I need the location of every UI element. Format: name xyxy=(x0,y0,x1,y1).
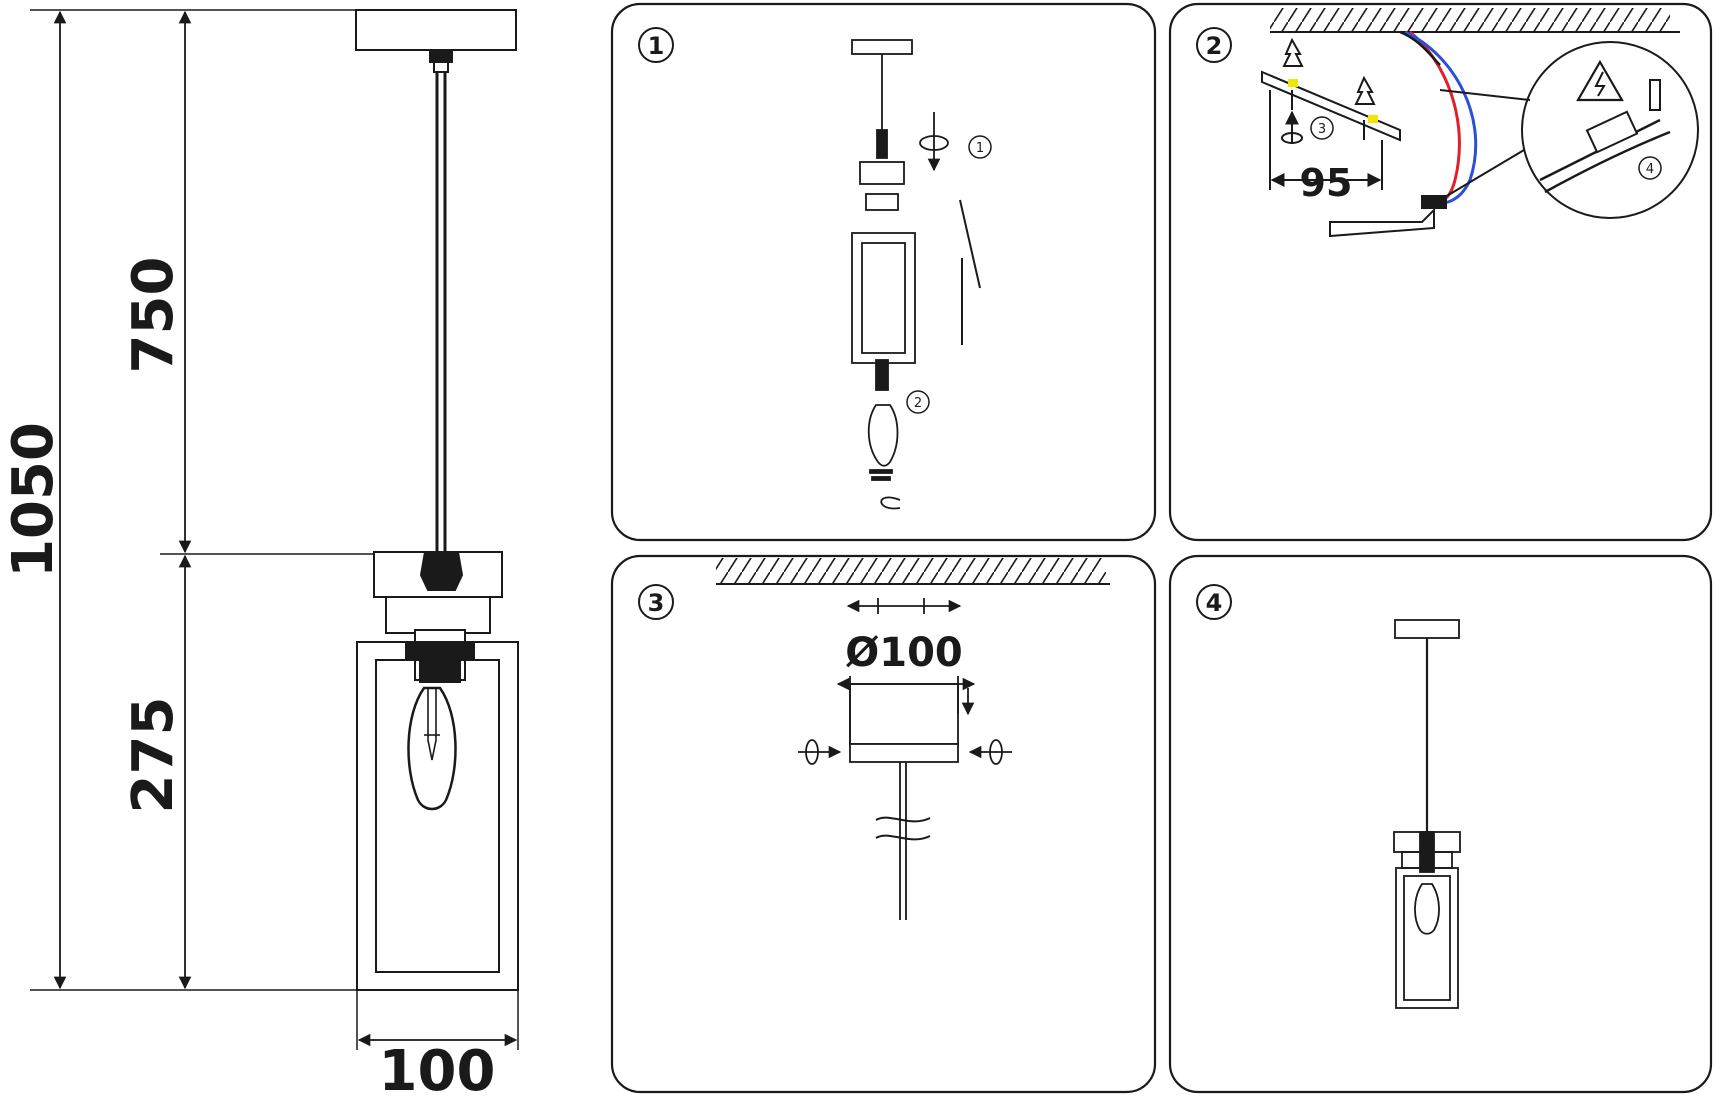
canopy xyxy=(355,9,517,51)
panel-4-number: 4 xyxy=(1206,589,1223,617)
mounting-bracket xyxy=(1261,70,1401,142)
ceiling-hatch xyxy=(716,558,1106,584)
cord-length-label: 750 xyxy=(121,257,186,374)
screw-icon xyxy=(1649,79,1661,111)
total-height-label: 1050 xyxy=(1,422,66,578)
candle-bulb xyxy=(1414,883,1440,935)
substep-1-label: 1 xyxy=(976,141,984,156)
shade-height-label: 275 xyxy=(121,697,186,814)
wire-blue xyxy=(1404,30,1478,205)
panel-3-number: 3 xyxy=(648,589,665,617)
rotate-arrow-icon xyxy=(805,739,819,765)
substep-2-label: 2 xyxy=(914,396,922,411)
substep-4-label: 4 xyxy=(1646,162,1654,177)
glass-shade xyxy=(356,641,519,991)
rotate-arrow-icon xyxy=(880,496,901,510)
panel-3: 3 Ø100 xyxy=(610,554,1157,1094)
substep-3-label: 3 xyxy=(1318,122,1326,137)
terminal-block xyxy=(1585,110,1639,154)
panel-4: 4 xyxy=(1168,554,1713,1094)
wall-plug-icon xyxy=(1282,37,1304,67)
canopy-diameter-label: Ø100 xyxy=(845,630,963,676)
rotate-arrow-icon xyxy=(1281,132,1303,144)
panel-2: 2 xyxy=(1168,2,1713,542)
ceiling-hatch xyxy=(1270,8,1670,32)
glass-shade xyxy=(1395,867,1459,1009)
panel-1: 1 1 2 xyxy=(610,2,1157,542)
candle-bulb xyxy=(407,686,457,811)
rotate-arrow-icon xyxy=(989,739,1003,765)
wall-plug-icon xyxy=(1354,75,1376,105)
shade-width-label: 100 xyxy=(379,1039,496,1096)
dimension-drawing xyxy=(30,9,519,1050)
canopy xyxy=(1394,619,1460,639)
panel-2-number: 2 xyxy=(1206,32,1223,60)
panel-1-number: 1 xyxy=(648,32,665,60)
wire-red xyxy=(1409,30,1461,204)
rotate-arrow-icon xyxy=(919,135,949,151)
canopy xyxy=(849,683,959,745)
electric-warning-icon xyxy=(1576,59,1624,102)
bracket-spacing-label: 95 xyxy=(1300,161,1353,205)
